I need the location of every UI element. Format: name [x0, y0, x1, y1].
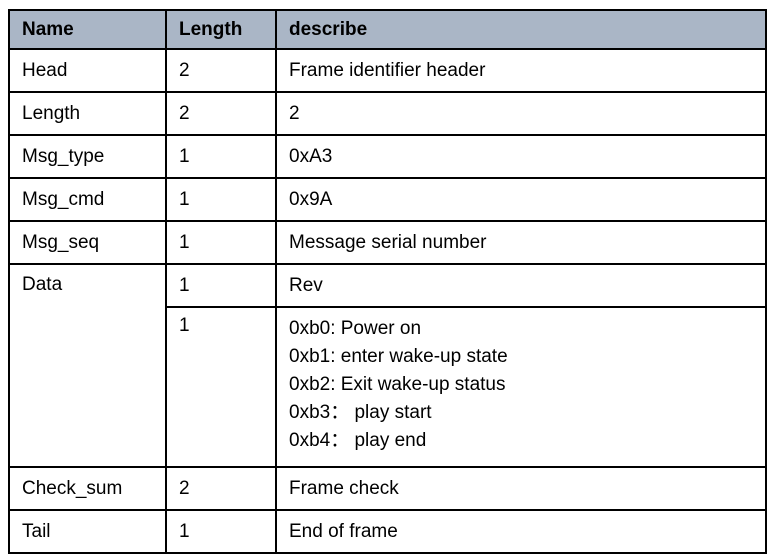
cell-name: Check_sum: [8, 466, 167, 511]
cell-length: 2: [165, 466, 277, 511]
cell-length: 2: [165, 91, 277, 136]
table-row-data-rev: Data 1 Rev: [8, 263, 767, 468]
cell-length: 2: [165, 48, 277, 93]
cell-describe: Rev: [275, 263, 767, 308]
cell-length: 1: [165, 306, 277, 468]
cell-name: Msg_type: [8, 134, 167, 179]
cell-length: 1: [165, 177, 277, 222]
cell-length: 1: [165, 134, 277, 179]
cell-length: 1: [165, 509, 277, 554]
table-row-tail: Tail 1 End of frame: [8, 509, 767, 554]
cell-length: 1: [165, 220, 277, 265]
cell-describe: End of frame: [275, 509, 767, 554]
describe-line: 0xb0: Power on: [289, 318, 422, 339]
cell-name: Msg_seq: [8, 220, 167, 265]
cell-name-data-merged: Data: [8, 263, 167, 468]
cell-name: Length: [8, 91, 167, 136]
describe-line: 0xb4： play end: [289, 430, 427, 451]
table-row-msg-type: Msg_type 1 0xA3: [8, 134, 767, 179]
column-header-length: Length: [165, 9, 277, 50]
table-row-length: Length 2 2: [8, 91, 767, 136]
header-row: Name Length describe: [8, 9, 767, 50]
cell-name: Tail: [8, 509, 167, 554]
cell-describe: 0x9A: [275, 177, 767, 222]
cell-describe: 0xA3: [275, 134, 767, 179]
table-row-data-states: 1 0xb0: Power on 0xb1: enter wake-up sta…: [9, 306, 767, 468]
table-row-msg-seq: Msg_seq 1 Message serial number: [8, 220, 767, 265]
protocol-spec-table: Name Length describe Head 2 Frame identi…: [8, 9, 767, 554]
cell-describe: Frame check: [275, 466, 767, 511]
describe-line: 0xb3： play start: [289, 402, 432, 423]
cell-describe-multiline: 0xb0: Power on 0xb1: enter wake-up state…: [275, 306, 767, 468]
table-row-check-sum: Check_sum 2 Frame check: [8, 466, 767, 511]
cell-name: Head: [8, 48, 167, 93]
column-header-describe: describe: [275, 9, 767, 50]
cell-describe: 2: [275, 91, 767, 136]
column-header-name: Name: [8, 9, 167, 50]
cell-name: Msg_cmd: [8, 177, 167, 222]
cell-length: 1: [165, 263, 277, 308]
cell-describe: Message serial number: [275, 220, 767, 265]
describe-line: 0xb1: enter wake-up state: [289, 346, 508, 367]
table-row-msg-cmd: Msg_cmd 1 0x9A: [8, 177, 767, 222]
table-row-head: Head 2 Frame identifier header: [8, 48, 767, 93]
cell-describe: Frame identifier header: [275, 48, 767, 93]
describe-line: 0xb2: Exit wake-up status: [289, 374, 506, 395]
